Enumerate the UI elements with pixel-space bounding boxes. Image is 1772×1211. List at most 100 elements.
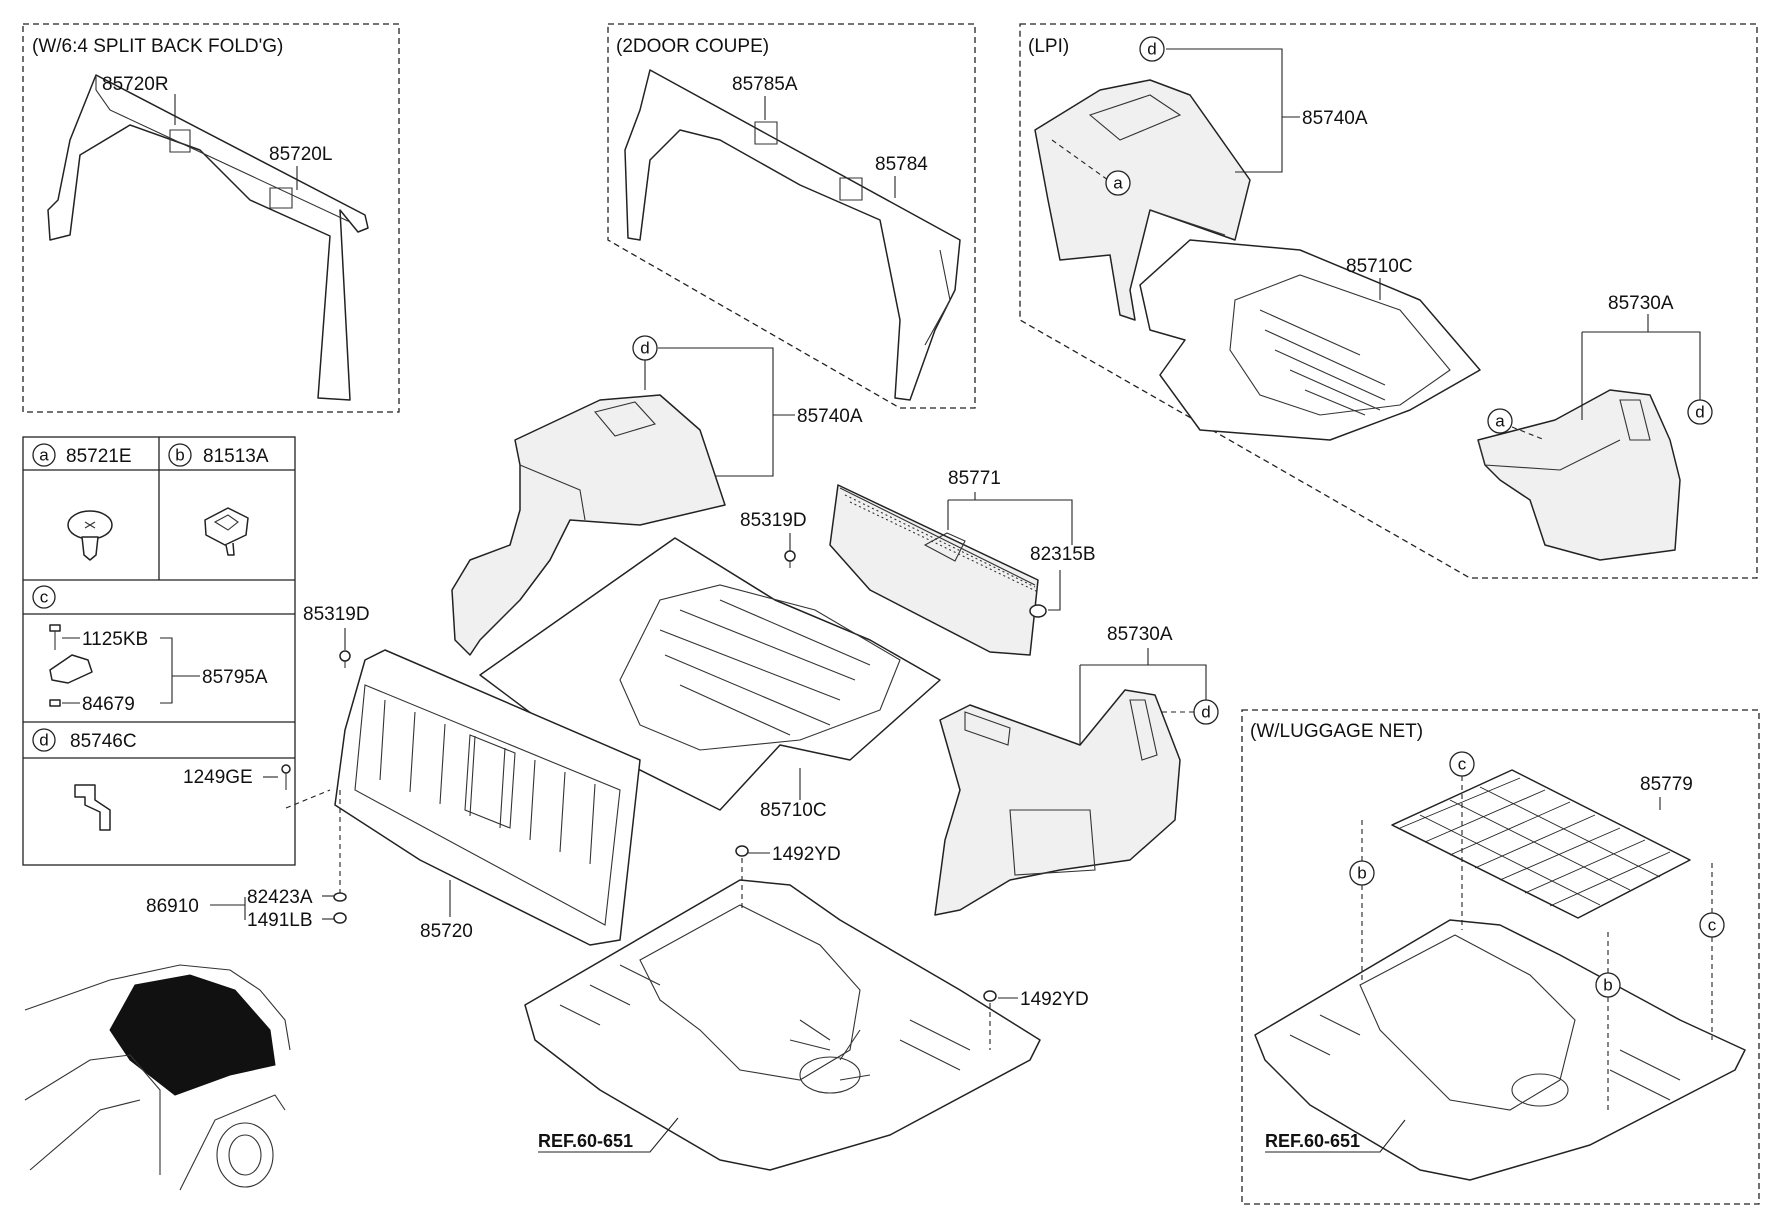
legend-b-part: 81513A — [203, 446, 269, 467]
callout-d-85730A: d — [1193, 699, 1219, 725]
screw-85319D-b-icon — [339, 650, 351, 668]
box-luggage-net-title: (W/LUGGAGE NET) — [1250, 721, 1423, 742]
label-85784: 85784 — [875, 154, 928, 175]
dash-85720-mount — [285, 789, 341, 895]
callout-d-lpi-2: d — [1687, 399, 1713, 425]
label-86910: 86910 — [146, 896, 199, 917]
svg-text:c: c — [1458, 755, 1467, 774]
label-82315B: 82315B — [1030, 544, 1096, 565]
svg-text:c: c — [40, 588, 49, 607]
washer-82423A-icon — [333, 892, 347, 902]
ref-net: REF.60-651 — [1265, 1131, 1360, 1151]
luggage-net-shape — [1391, 769, 1691, 919]
svg-text:b: b — [1357, 864, 1366, 883]
label-85779: 85779 — [1640, 774, 1693, 795]
floor-pan-shape — [524, 879, 1041, 1171]
leader-82315B — [1048, 570, 1061, 611]
car-location-view — [24, 964, 291, 1191]
svg-text:b: b — [175, 446, 184, 465]
box-split-back-frame — [22, 23, 400, 413]
legend-table: a 85721E b 81513A c 1125K — [22, 436, 296, 866]
svg-text:d: d — [1201, 703, 1210, 722]
legend-a-marker: a — [32, 443, 56, 467]
label-85730A: 85730A — [1107, 624, 1173, 645]
svg-text:a: a — [1113, 174, 1123, 193]
legend-c-part-1: 1125KB — [82, 629, 148, 650]
legend-c-leader — [62, 637, 200, 704]
box-lpi-title: (LPI) — [1028, 36, 1069, 57]
leader-85740A — [644, 347, 795, 477]
part-85740A-lpi-shape — [1034, 79, 1251, 321]
legend-c-part-2: 85795A — [202, 667, 268, 688]
box-lpi: (LPI) 85740A d a 85710C — [1019, 23, 1758, 579]
label-85319D-a: 85319D — [740, 510, 807, 531]
legend-c-marker: c — [32, 585, 56, 609]
legend-b-marker: b — [168, 443, 192, 467]
bracket-85795A-icon — [49, 624, 93, 707]
car-roofline — [24, 964, 291, 1051]
clip-85721E-icon — [67, 510, 113, 561]
leader-86910 — [210, 897, 246, 920]
leader-85771 — [947, 492, 1073, 545]
leader-85740A-lpi — [1166, 48, 1300, 173]
box-split-back: (W/6:4 SPLIT BACK FOLD'G) 85720R 85720L — [22, 23, 400, 413]
svg-text:b: b — [1603, 976, 1612, 995]
label-85730A-lpi: 85730A — [1608, 293, 1674, 314]
svg-text:c: c — [1708, 916, 1717, 935]
leader-ref-net — [1265, 1119, 1406, 1153]
svg-text:d: d — [1695, 403, 1704, 422]
label-85720L: 85720L — [269, 144, 332, 165]
box-split-back-title: (W/6:4 SPLIT BACK FOLD'G) — [32, 36, 283, 57]
svg-text:d: d — [1147, 40, 1156, 59]
box-coupe-title: (2DOOR COUPE) — [616, 36, 769, 57]
callout-b-net-1: b — [1349, 860, 1375, 886]
svg-text:a: a — [1495, 412, 1505, 431]
label-85720R: 85720R — [102, 74, 169, 95]
box-luggage-net: (W/LUGGAGE NET) 85779 c b c — [1241, 709, 1760, 1205]
leader-85730A-lpi — [1581, 314, 1701, 420]
svg-text:d: d — [640, 339, 649, 358]
box-coupe: (2DOOR COUPE) 85785A 85784 — [607, 23, 976, 409]
label-1492YD-a: 1492YD — [772, 844, 841, 865]
box-coupe-frame — [607, 23, 976, 409]
callout-d-main: d — [632, 335, 658, 361]
screw-85319D-a-icon — [784, 550, 796, 568]
car-trunk-area — [109, 974, 276, 1096]
label-82423A: 82423A — [247, 887, 313, 908]
label-85740A-lpi: 85740A — [1302, 108, 1368, 129]
label-1492YD-b: 1492YD — [1020, 989, 1089, 1010]
part-85730A-shape — [934, 689, 1181, 916]
part-85710C-lpi-shape — [1139, 239, 1481, 441]
dash-a-lpi-2 — [1511, 426, 1546, 441]
part-85720R-shape — [47, 74, 369, 401]
callout-c-net-1: c — [1449, 751, 1475, 777]
legend-a-part: 85721E — [66, 446, 132, 467]
part-85771-shape — [829, 484, 1039, 656]
callout-a-lpi-2: a — [1487, 408, 1513, 434]
box-lpi-frame — [1019, 23, 1758, 579]
callout-b-net-2: b — [1595, 972, 1621, 998]
label-85785A: 85785A — [732, 74, 798, 95]
hook-81513A-icon — [204, 507, 249, 556]
label-1249GE: 1249GE — [183, 767, 253, 788]
net-floor-shape — [1254, 919, 1746, 1181]
svg-text:a: a — [39, 446, 49, 465]
legend-d-part: 85746C — [70, 731, 137, 752]
label-85710C-lpi: 85710C — [1346, 256, 1413, 277]
legend-c-part-3: 84679 — [82, 694, 135, 715]
ref-main: REF.60-651 — [538, 1131, 633, 1151]
screw-1249GE-icon — [281, 764, 291, 790]
part-85720-shape — [334, 649, 641, 946]
label-85319D-b: 85319D — [303, 604, 370, 625]
part-85785A-shape — [624, 69, 961, 401]
label-85771: 85771 — [948, 468, 1001, 489]
svg-text:d: d — [39, 731, 48, 750]
box-luggage-net-frame — [1241, 709, 1760, 1205]
callout-c-net-2: c — [1699, 912, 1725, 938]
label-85740A: 85740A — [797, 406, 863, 427]
clip-1491LB-icon — [333, 912, 347, 924]
part-85740A-shape — [451, 394, 726, 656]
label-85710C: 85710C — [760, 800, 827, 821]
